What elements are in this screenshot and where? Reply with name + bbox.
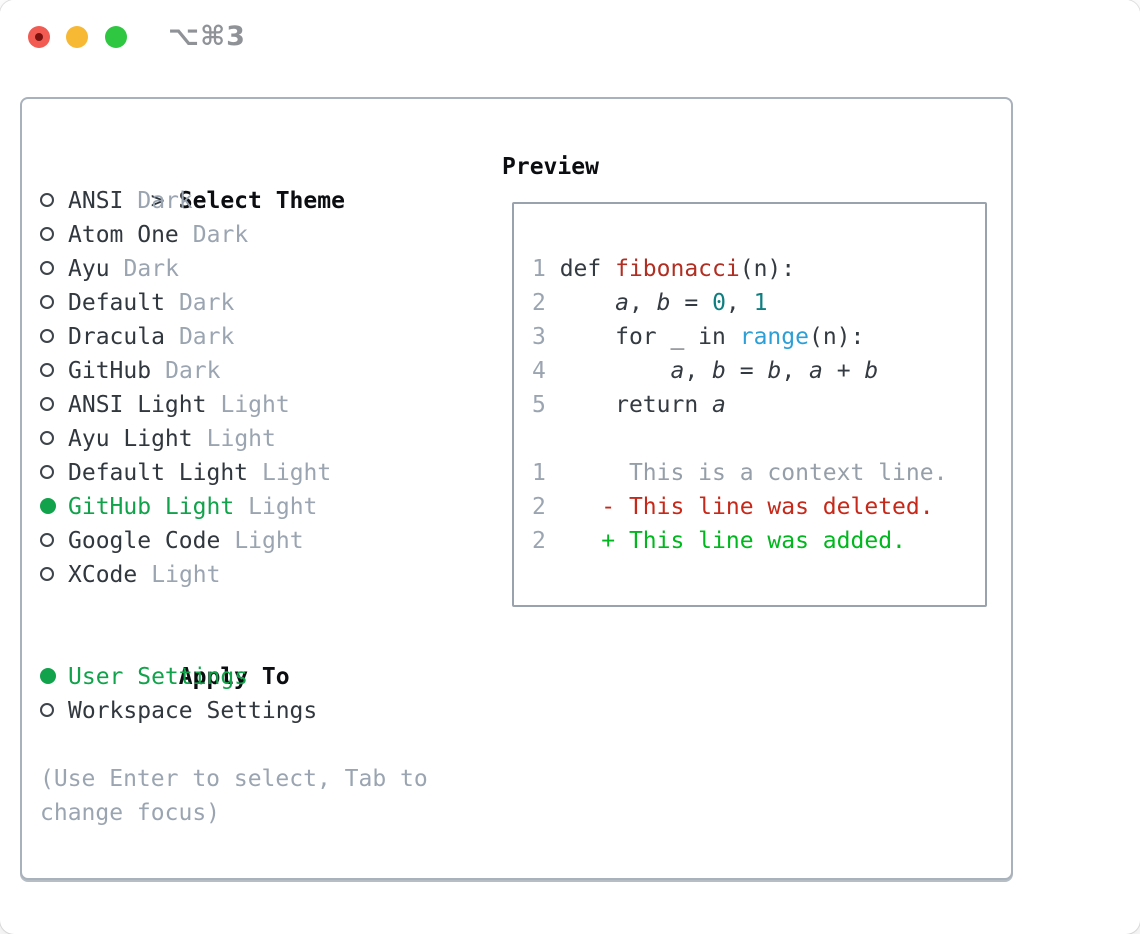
radio-unselected-icon <box>40 388 68 422</box>
diff-line: 2 - This line was deleted. <box>532 494 934 520</box>
prompt-caret-icon: > <box>150 188 165 214</box>
theme-option[interactable]: Default Light Light <box>40 456 490 490</box>
theme-label: ANSI Light <box>68 392 207 418</box>
maximize-button[interactable] <box>105 26 127 48</box>
theme-option[interactable]: ANSI Dark <box>40 184 490 218</box>
theme-label: Ayu Light <box>68 426 193 452</box>
apply-target-option[interactable]: User Settings <box>40 660 490 694</box>
hint-line: change focus) <box>40 800 221 826</box>
line-number: 3 <box>532 324 560 350</box>
line-number: 2 <box>532 528 560 554</box>
radio-unselected-icon <box>40 422 68 456</box>
theme-label: XCode <box>68 562 138 588</box>
radio-unselected-icon <box>40 286 68 320</box>
theme-variant-label: Dark <box>178 290 235 316</box>
spacer <box>532 422 985 456</box>
radio-unselected-icon <box>40 184 68 218</box>
line-number: 2 <box>532 290 560 316</box>
theme-variant-label: Light <box>151 562 221 588</box>
theme-variant-label: Dark <box>123 256 179 282</box>
radio-unselected-icon <box>40 252 68 286</box>
code-line: 4 a, b = b, a + b <box>532 358 879 384</box>
line-number: 1 <box>532 256 560 282</box>
radio-selected-icon <box>40 490 68 524</box>
line-number: 5 <box>532 392 560 418</box>
apply-target-label: Workspace Settings <box>68 698 318 724</box>
theme-variant-label: Light <box>234 528 304 554</box>
line-number: 2 <box>532 494 560 520</box>
window-title: ⌥⌘3 <box>168 21 246 52</box>
radio-selected-icon <box>40 660 68 694</box>
theme-option[interactable]: Google Code Light <box>40 524 490 558</box>
theme-option[interactable]: Dracula Dark <box>40 320 490 354</box>
radio-unselected-icon <box>40 218 68 252</box>
apply-to-title: Apply To <box>178 664 290 690</box>
theme-variant-label: Dark <box>165 358 221 384</box>
theme-option[interactable]: XCode Light <box>40 558 490 592</box>
keyboard-hint: (Use Enter to select, Tab to change focu… <box>40 762 490 830</box>
minimize-button[interactable] <box>66 26 88 48</box>
close-button[interactable] <box>28 26 50 48</box>
titlebar: ⌥⌘3 <box>0 0 1140 75</box>
radio-unselected-icon <box>40 456 68 490</box>
theme-label: ANSI <box>68 188 124 214</box>
radio-unselected-icon <box>40 694 68 728</box>
code-preview: 1 def fibonacci(n): 2 a, b = 0, 1 3 for _ … <box>532 252 985 422</box>
theme-label: GitHub <box>68 358 152 384</box>
theme-option[interactable]: Ayu Dark <box>40 252 490 286</box>
theme-option[interactable]: GitHub Dark <box>40 354 490 388</box>
theme-option[interactable]: Default Dark <box>40 286 490 320</box>
preview-box: 1 def fibonacci(n): 2 a, b = 0, 1 3 for _ … <box>512 202 987 607</box>
theme-label: Ayu <box>68 256 110 282</box>
theme-variant-label: Light <box>262 460 332 486</box>
theme-variant-label: Light <box>248 494 318 520</box>
diff-preview: 1 This is a context line. 2 - This line w… <box>532 456 985 558</box>
theme-variant-label: Dark <box>192 222 249 248</box>
theme-variant-label: Light <box>206 426 276 452</box>
theme-label: Dracula <box>68 324 165 350</box>
selector-header: > Select Theme <box>40 150 490 214</box>
code-line: 3 for _ in range(n): <box>532 324 865 350</box>
radio-unselected-icon <box>40 524 68 558</box>
theme-label: Default Light <box>68 460 249 486</box>
apply-target-option[interactable]: Workspace Settings <box>40 694 490 728</box>
spacer <box>40 592 490 626</box>
code-line: 2 a, b = 0, 1 <box>532 290 768 316</box>
theme-label: GitHub Light <box>68 494 235 520</box>
spacer <box>40 728 490 762</box>
diff-line: 1 This is a context line. <box>532 460 948 486</box>
theme-option[interactable]: ANSI Light Light <box>40 388 490 422</box>
theme-option[interactable]: GitHub Light Light <box>40 490 490 524</box>
theme-variant-label: Dark <box>137 188 193 214</box>
theme-option[interactable]: Atom One Dark <box>40 218 490 252</box>
theme-variant-label: Light <box>220 392 290 418</box>
apply-target-label: User Settings <box>68 664 249 690</box>
code-line: 1 def fibonacci(n): <box>532 256 796 282</box>
theme-label: Atom One <box>68 222 179 248</box>
theme-option[interactable]: Ayu Light Light <box>40 422 490 456</box>
theme-label: Google Code <box>68 528 221 554</box>
line-number: 4 <box>532 358 560 384</box>
line-number: 1 <box>532 460 560 486</box>
theme-variant-label: Dark <box>178 324 235 350</box>
theme-label: Default <box>68 290 165 316</box>
unsaved-dot-icon <box>35 33 43 41</box>
hint-line: (Use Enter to select, Tab to <box>40 766 428 792</box>
diff-line: 2 + This line was added. <box>532 528 906 554</box>
apply-to-header: Apply To <box>40 626 490 690</box>
selector-title: Select Theme <box>178 188 345 214</box>
radio-unselected-icon <box>40 354 68 388</box>
code-line: 5 return a <box>532 392 726 418</box>
radio-unselected-icon <box>40 558 68 592</box>
radio-unselected-icon <box>40 320 68 354</box>
preview-title: Preview <box>502 154 599 180</box>
